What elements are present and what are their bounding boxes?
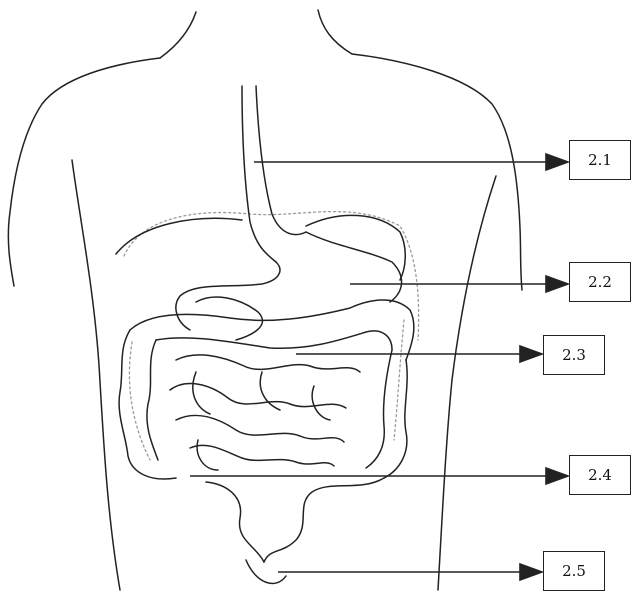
arrowhead-2-2: [546, 276, 568, 292]
torso-right-outline: [438, 176, 496, 590]
arrowhead-2-3: [520, 346, 542, 362]
sigmoid-colon: [264, 478, 384, 562]
ascending-colon-inner: [147, 340, 158, 460]
neck-right-outline: [318, 10, 352, 54]
label-2-3: 2.3: [543, 335, 605, 375]
arrowhead-2-1: [546, 154, 568, 170]
label-2-2: 2.2: [569, 262, 631, 302]
label-2-4: 2.4: [569, 455, 631, 495]
torso-left-outline: [72, 160, 120, 590]
left-shoulder-arm-outline: [8, 58, 160, 286]
descending-colon: [384, 360, 407, 478]
oesophagus: [242, 86, 276, 262]
oesophagus-right-wall: [256, 86, 306, 235]
neck-left-outline: [160, 12, 196, 58]
descending-colon-inner: [366, 350, 392, 468]
small-intestine-loops: [193, 372, 330, 470]
rectum: [206, 482, 264, 562]
label-2-5: 2.5: [543, 551, 605, 591]
label-2-1: 2.1: [569, 140, 631, 180]
arrowhead-2-4: [546, 468, 568, 484]
transverse-colon: [130, 300, 414, 360]
right-shoulder-arm-outline: [352, 54, 522, 290]
transverse-colon-inner: [156, 331, 392, 350]
arrowhead-2-5: [520, 564, 542, 580]
